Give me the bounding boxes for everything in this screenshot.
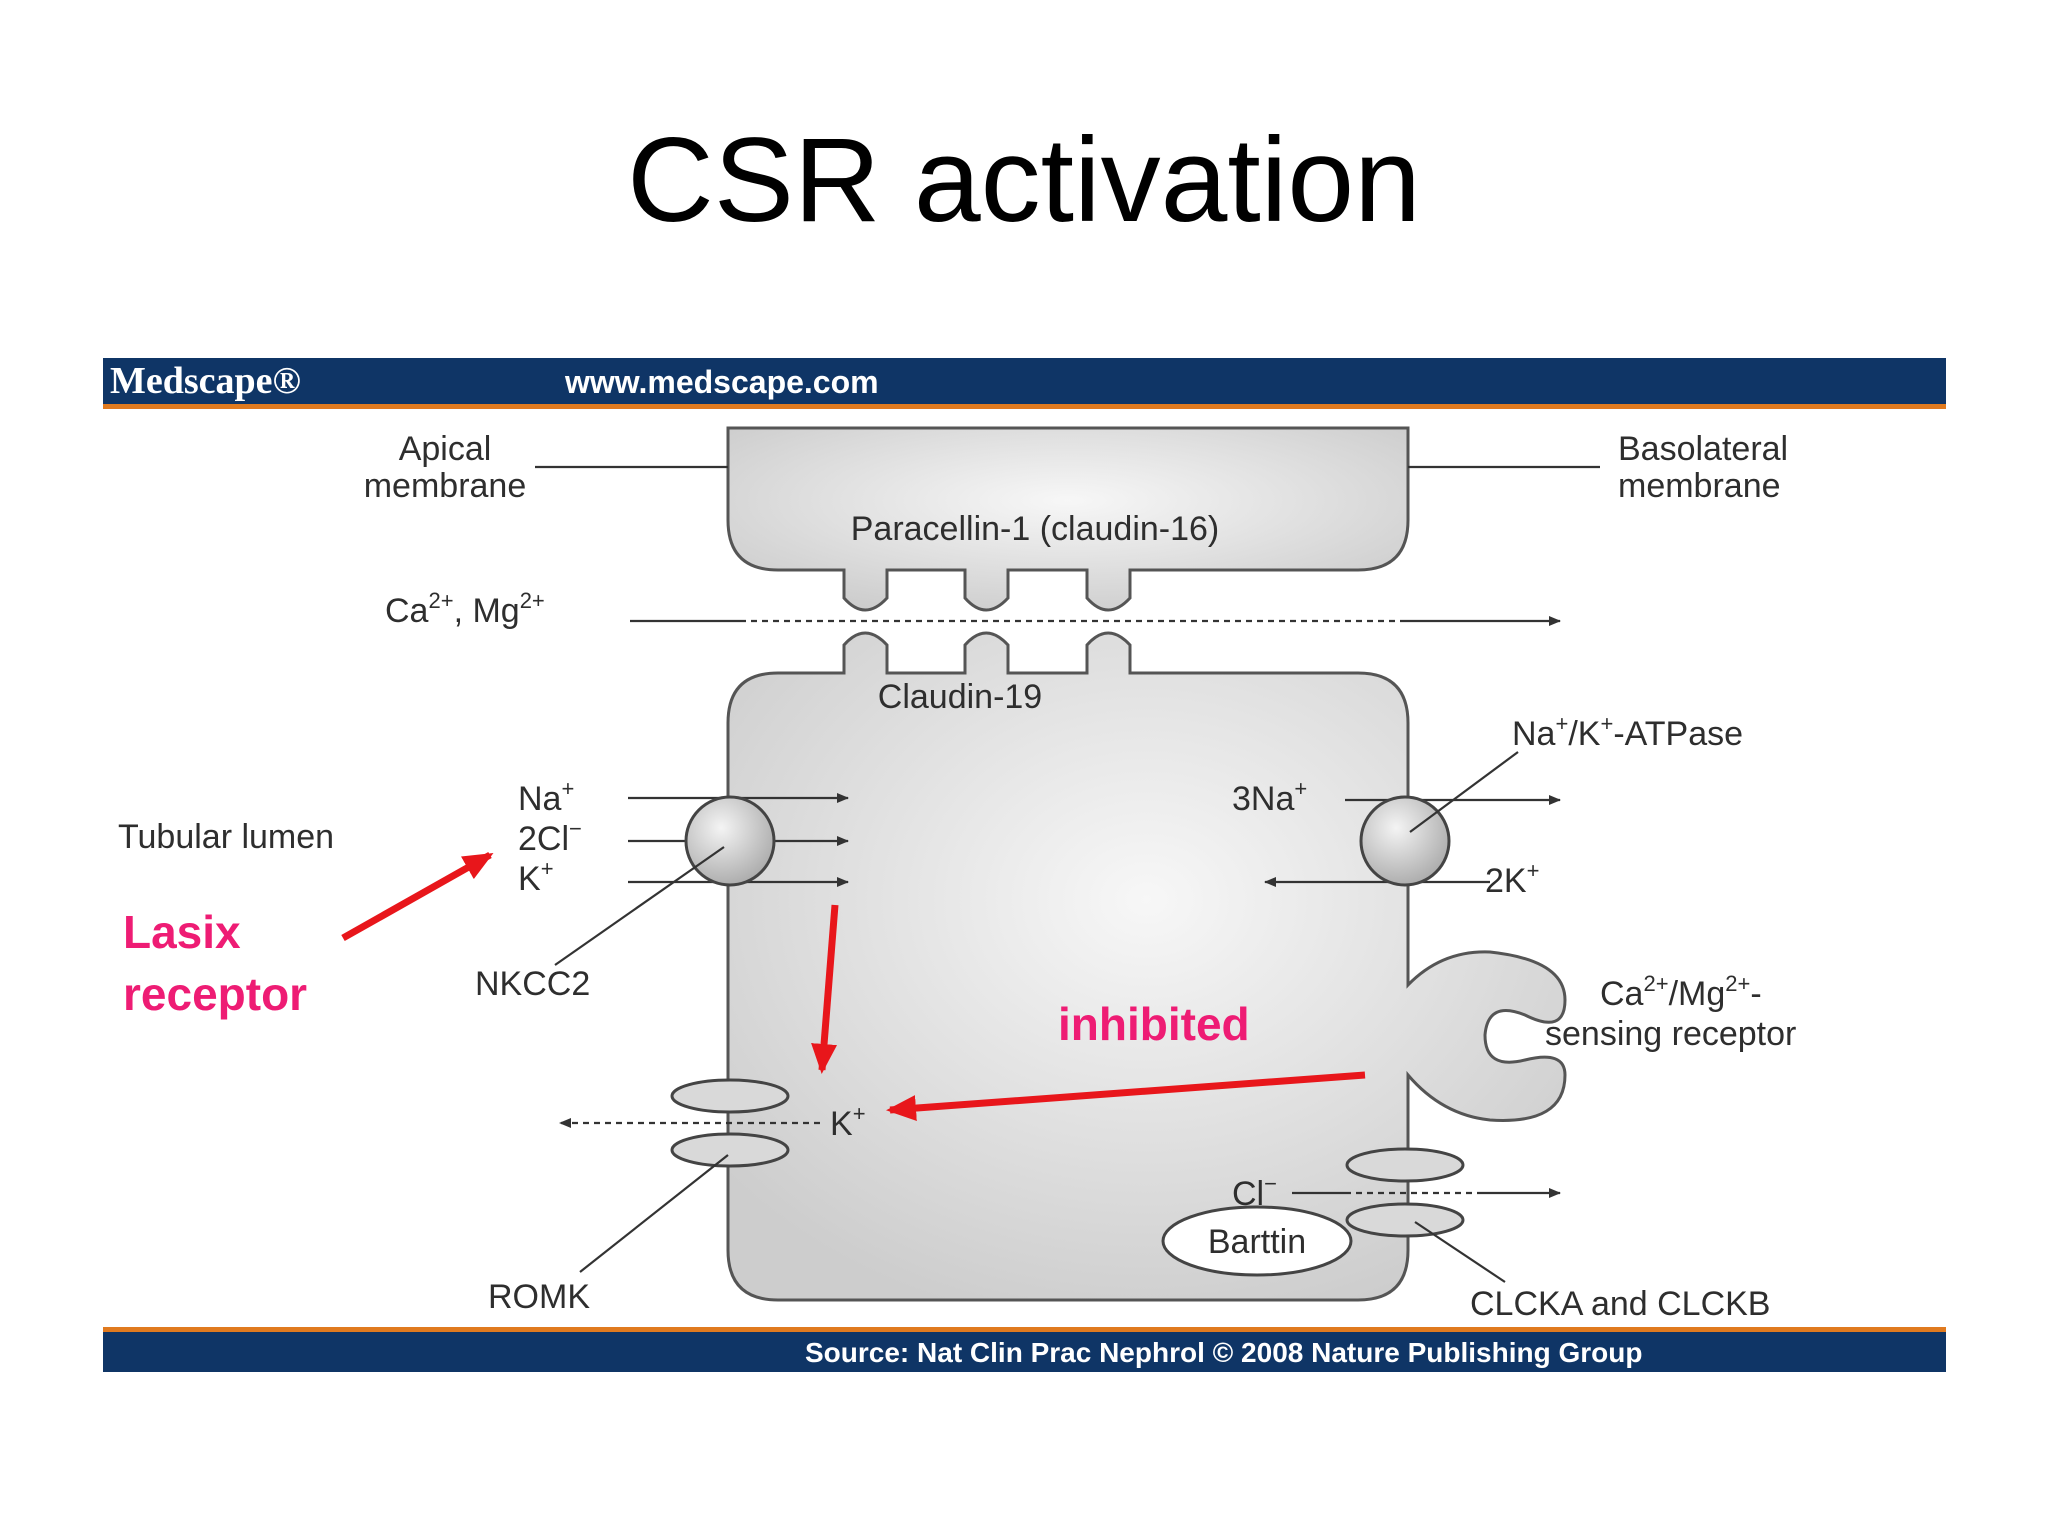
inhibited-arrow [886, 1071, 1366, 1122]
romk-channel-lower [670, 1132, 790, 1168]
apical-label-line2: membrane [364, 467, 527, 505]
claudin19-label: Claudin-19 [878, 678, 1042, 716]
nkcc2-transporter [684, 795, 776, 887]
basolateral-label-line1: Basolateral [1618, 430, 1788, 468]
clck-label: CLCKA and CLCKB [1470, 1285, 1771, 1323]
romk-label: ROMK [488, 1278, 590, 1316]
source-footer-bar: Source: Nat Clin Prac Nephrol © 2008 Nat… [103, 1327, 1946, 1372]
ca-mg-label: Ca2+, Mg2+ [385, 588, 545, 630]
k-recycling-arrow [811, 904, 839, 1074]
romk-leader-line [579, 1154, 729, 1273]
romk-channel-upper [670, 1078, 790, 1114]
na-k-atpase-pump [1359, 795, 1451, 887]
2cl-label: 2Cl− [518, 816, 582, 858]
lower-cell [726, 631, 1567, 1302]
lasix-arrow [341, 851, 494, 942]
medscape-url: www.medscape.com [564, 364, 879, 400]
lasix-annotation-line2: receptor [123, 968, 307, 1020]
medscape-header-bar: Medscape® www.medscape.com [103, 358, 1946, 409]
clck-channel-lower [1345, 1202, 1465, 1238]
lasix-annotation-line1: Lasix [123, 906, 241, 958]
3na-label: 3Na+ [1232, 776, 1307, 818]
nkcc2-label: NKCC2 [475, 965, 590, 1003]
barttin-subunit [1161, 1205, 1353, 1277]
casr-label-line1: Ca2+/Mg2+- [1600, 971, 1762, 1013]
basolateral-label-line2: membrane [1618, 467, 1781, 505]
tubular-lumen-label: Tubular lumen [118, 818, 334, 856]
slide-title: CSR activation [627, 113, 1421, 247]
casr-label-line2: sensing receptor [1545, 1015, 1796, 1053]
2k-label: 2K+ [1485, 858, 1539, 900]
romk-k-label: K+ [830, 1101, 866, 1143]
na-label: Na+ [518, 776, 574, 818]
barttin-label: Barttin [1208, 1223, 1306, 1261]
k-label: K+ [518, 856, 554, 898]
paracellin-label: Paracellin-1 (claudin-16) [851, 510, 1220, 548]
inhibited-annotation: inhibited [1058, 998, 1250, 1050]
atpase-leader-line [1409, 751, 1519, 833]
source-citation: Source: Nat Clin Prac Nephrol © 2008 Nat… [805, 1337, 1642, 1368]
atpase-label: Na+/K+-ATPase [1512, 711, 1743, 753]
clck-leader-line [1414, 1221, 1506, 1283]
clck-channel-upper [1345, 1147, 1465, 1183]
nkcc2-leader-line [554, 846, 725, 966]
apical-label-line1: Apical [399, 430, 492, 468]
medscape-logo: Medscape® [110, 360, 301, 402]
upper-cell [726, 426, 1410, 612]
